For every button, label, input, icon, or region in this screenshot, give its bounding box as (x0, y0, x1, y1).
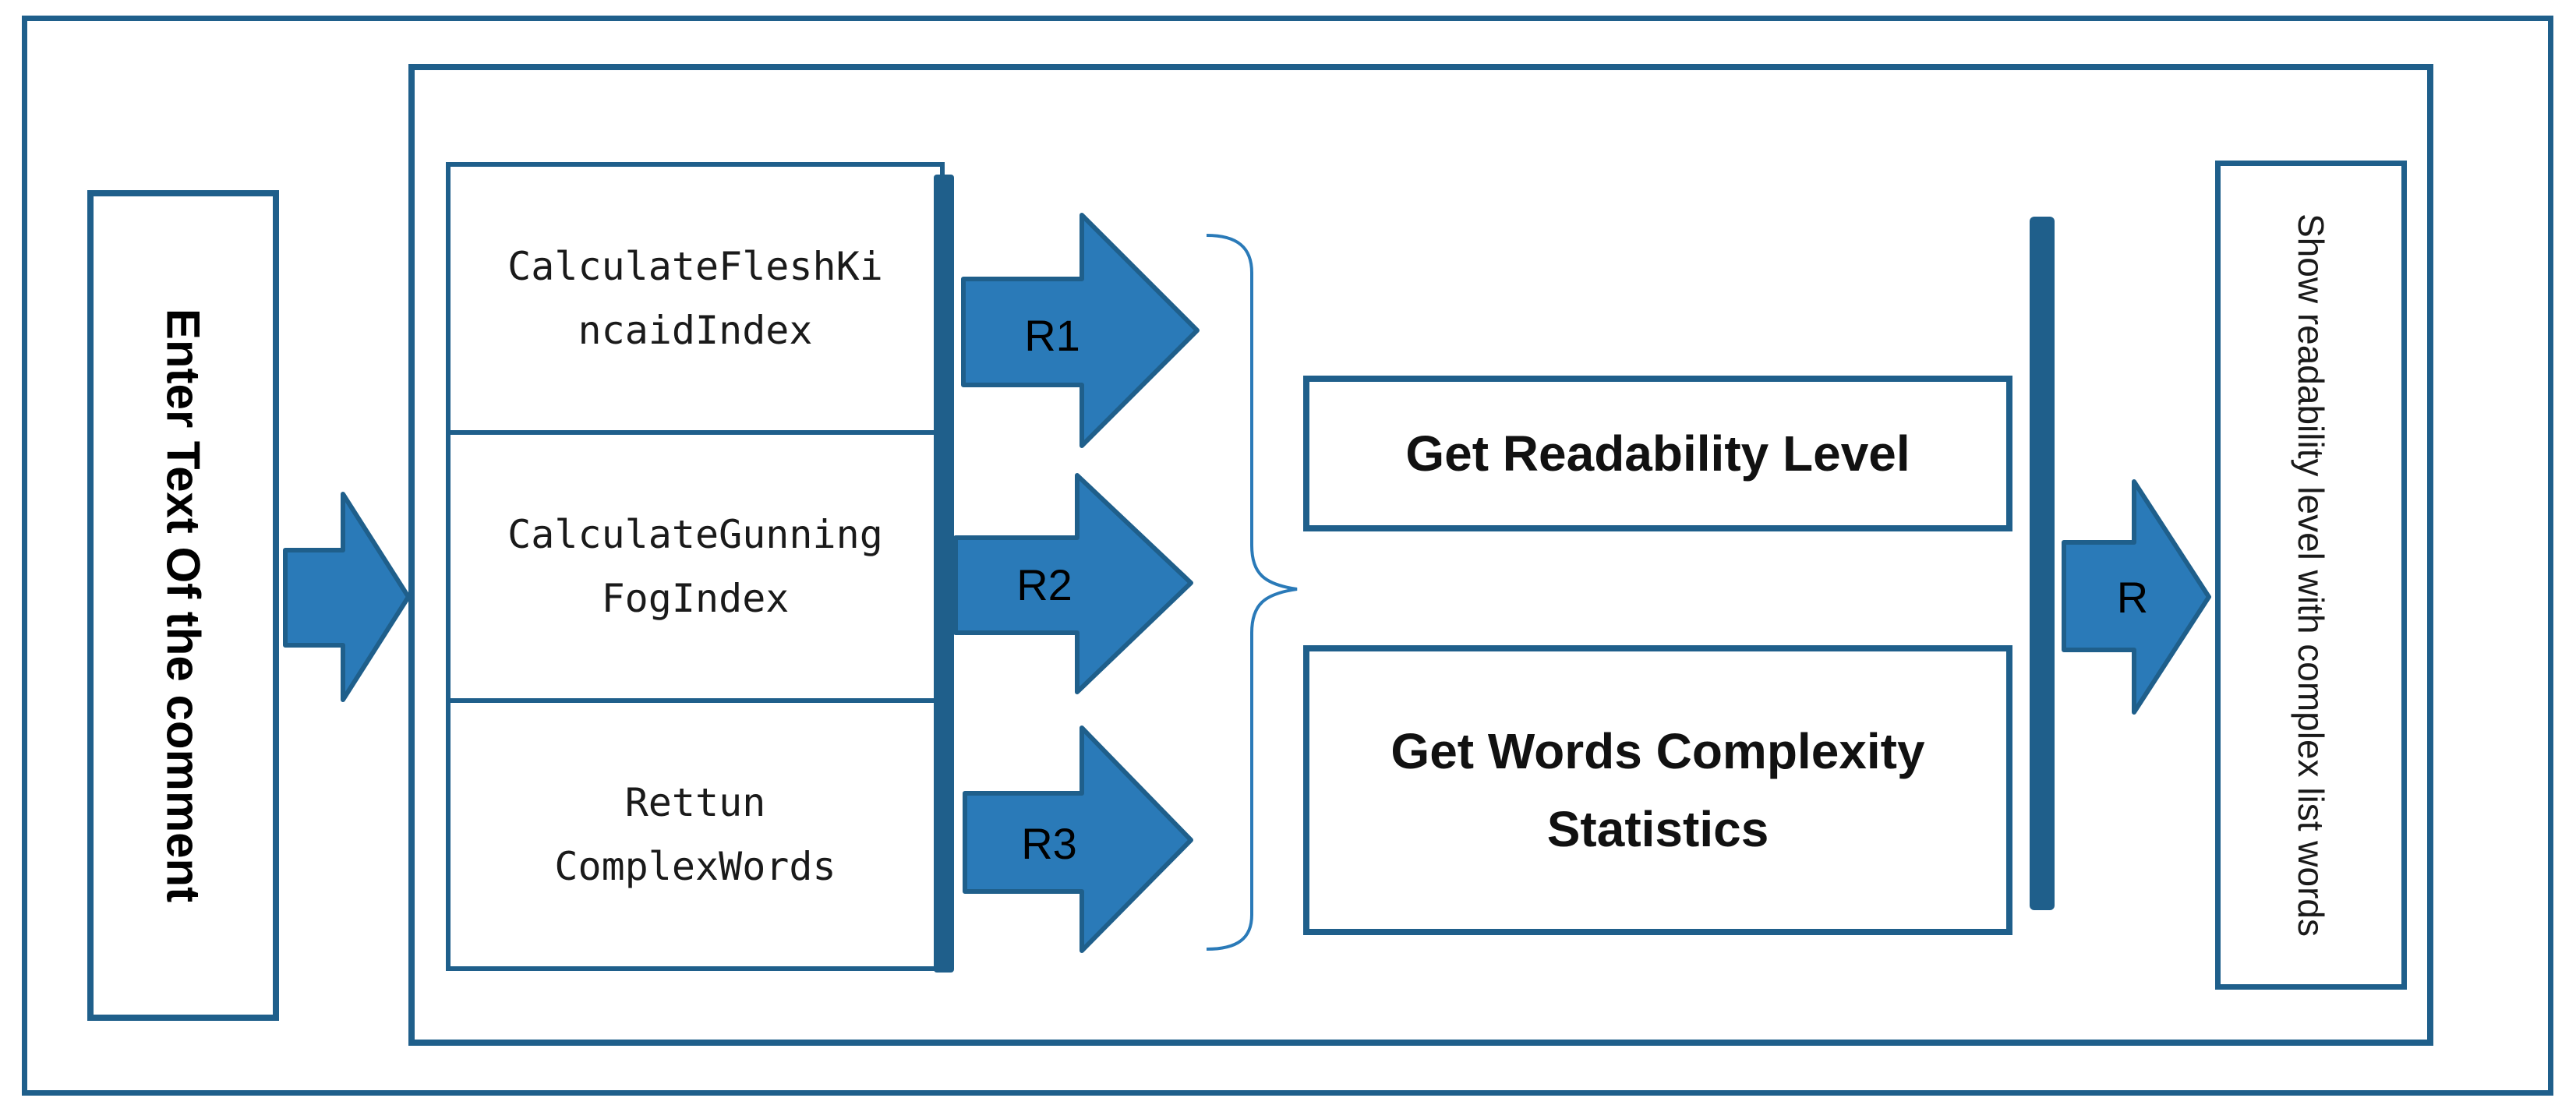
results-bar (2030, 217, 2055, 910)
r-arrow (2062, 479, 2211, 715)
step-label-1: Get Readability Level (1405, 425, 1910, 482)
input-box: Enter Text Of the comment (87, 190, 279, 1021)
method-label-2: CalculateGunning FogIndex (507, 512, 883, 621)
r2-arrow (953, 473, 1193, 694)
method-box-complex-words: Rettun ComplexWords (446, 698, 945, 971)
method-label-1: CalculateFleshKi ncaidIndex (507, 244, 883, 353)
method-box-gunning-fog: CalculateGunning FogIndex (446, 430, 945, 703)
r1-label: R1 (1024, 311, 1080, 360)
r2-label: R2 (1016, 560, 1072, 609)
step-label-2: Get Words Complexity Statistics (1390, 723, 1925, 857)
r3-label: R3 (1021, 819, 1077, 868)
input-arrow (283, 492, 411, 702)
r-label: R (2117, 573, 2148, 622)
methods-bar (934, 175, 954, 973)
r3-arrow (963, 725, 1193, 953)
r1-arrow (961, 213, 1200, 448)
output-box: Show readability level with complex list… (2215, 161, 2407, 990)
method-box-flesch-kincaid: CalculateFleshKi ncaidIndex (446, 162, 945, 435)
step-words-complexity: Get Words Complexity Statistics (1303, 645, 2012, 935)
method-label-3: Rettun ComplexWords (554, 780, 836, 889)
results-brace (1206, 234, 1298, 951)
step-readability-level: Get Readability Level (1303, 376, 2012, 531)
